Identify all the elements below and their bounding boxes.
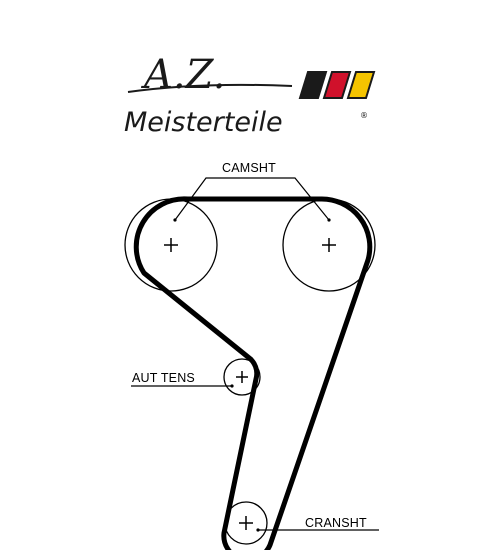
- logo-script-underline: [127, 83, 293, 93]
- pulley-camshaft-left-circle: [124, 198, 218, 292]
- camshaft-leader-lines: [174, 177, 330, 221]
- logo-script-text: A.Z.: [140, 52, 225, 98]
- plus-icon: [236, 371, 248, 383]
- plus-icon: [322, 238, 336, 252]
- flag-stripe-gold: [346, 71, 376, 99]
- logo-flag-stripes: [298, 71, 376, 99]
- flag-stripe-black: [298, 71, 328, 99]
- label-crankshaft-group: CRANSHT: [256, 516, 379, 532]
- plus-icon: [239, 516, 253, 530]
- camshaft-leader-dot-left: [173, 218, 177, 222]
- label-tensioner-group: AUT TENS: [131, 371, 234, 388]
- label-camshaft-group: CAMSHT: [173, 161, 331, 222]
- flag-stripe-red: [322, 71, 352, 99]
- pulley-tensioner: [223, 358, 261, 396]
- label-crankshaft: CRANSHT: [305, 516, 367, 530]
- timing-belt: [133, 196, 373, 550]
- logo-wordmark: Meisterteile: [124, 107, 283, 138]
- pulley-camshaft-right: [282, 198, 376, 292]
- brand-logo: A.Z. Meisterteile ®: [124, 52, 376, 138]
- tensioner-leader-dot: [230, 384, 234, 388]
- pulley-tensioner-circle: [223, 358, 261, 396]
- pulley-crankshaft-circle: [224, 501, 268, 545]
- plus-icon: [164, 238, 178, 252]
- logo-registered-mark: ®: [360, 111, 368, 120]
- label-tensioner: AUT TENS: [132, 371, 195, 385]
- camshaft-leader-dot-right: [327, 218, 331, 222]
- pulley-camshaft-left: [124, 198, 218, 292]
- pulley-crankshaft: [224, 501, 268, 545]
- label-camshaft: CAMSHT: [222, 161, 276, 175]
- crankshaft-leader-dot: [256, 528, 260, 532]
- pulley-camshaft-right-circle: [282, 198, 376, 292]
